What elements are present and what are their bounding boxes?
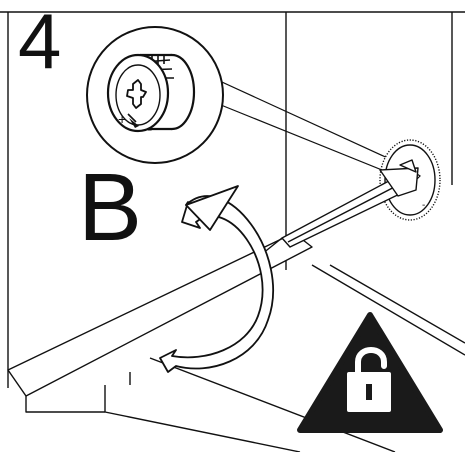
svg-text:-: - xyxy=(422,200,425,211)
curved-rotation-arrow-icon xyxy=(159,185,274,373)
svg-text:-: - xyxy=(147,121,152,138)
step-number: 4 xyxy=(18,0,62,85)
action-letter: B xyxy=(78,154,143,261)
cam-lock-closeup-icon: + - xyxy=(86,26,224,164)
cabinet-panel-lines xyxy=(0,11,465,388)
zoom-callout-lines xyxy=(199,71,393,175)
shelf-board xyxy=(7,232,396,452)
svg-text:+: + xyxy=(118,111,126,127)
phillips-screwdriver-icon xyxy=(261,159,419,255)
unlock-warning-triangle-icon xyxy=(297,312,443,433)
